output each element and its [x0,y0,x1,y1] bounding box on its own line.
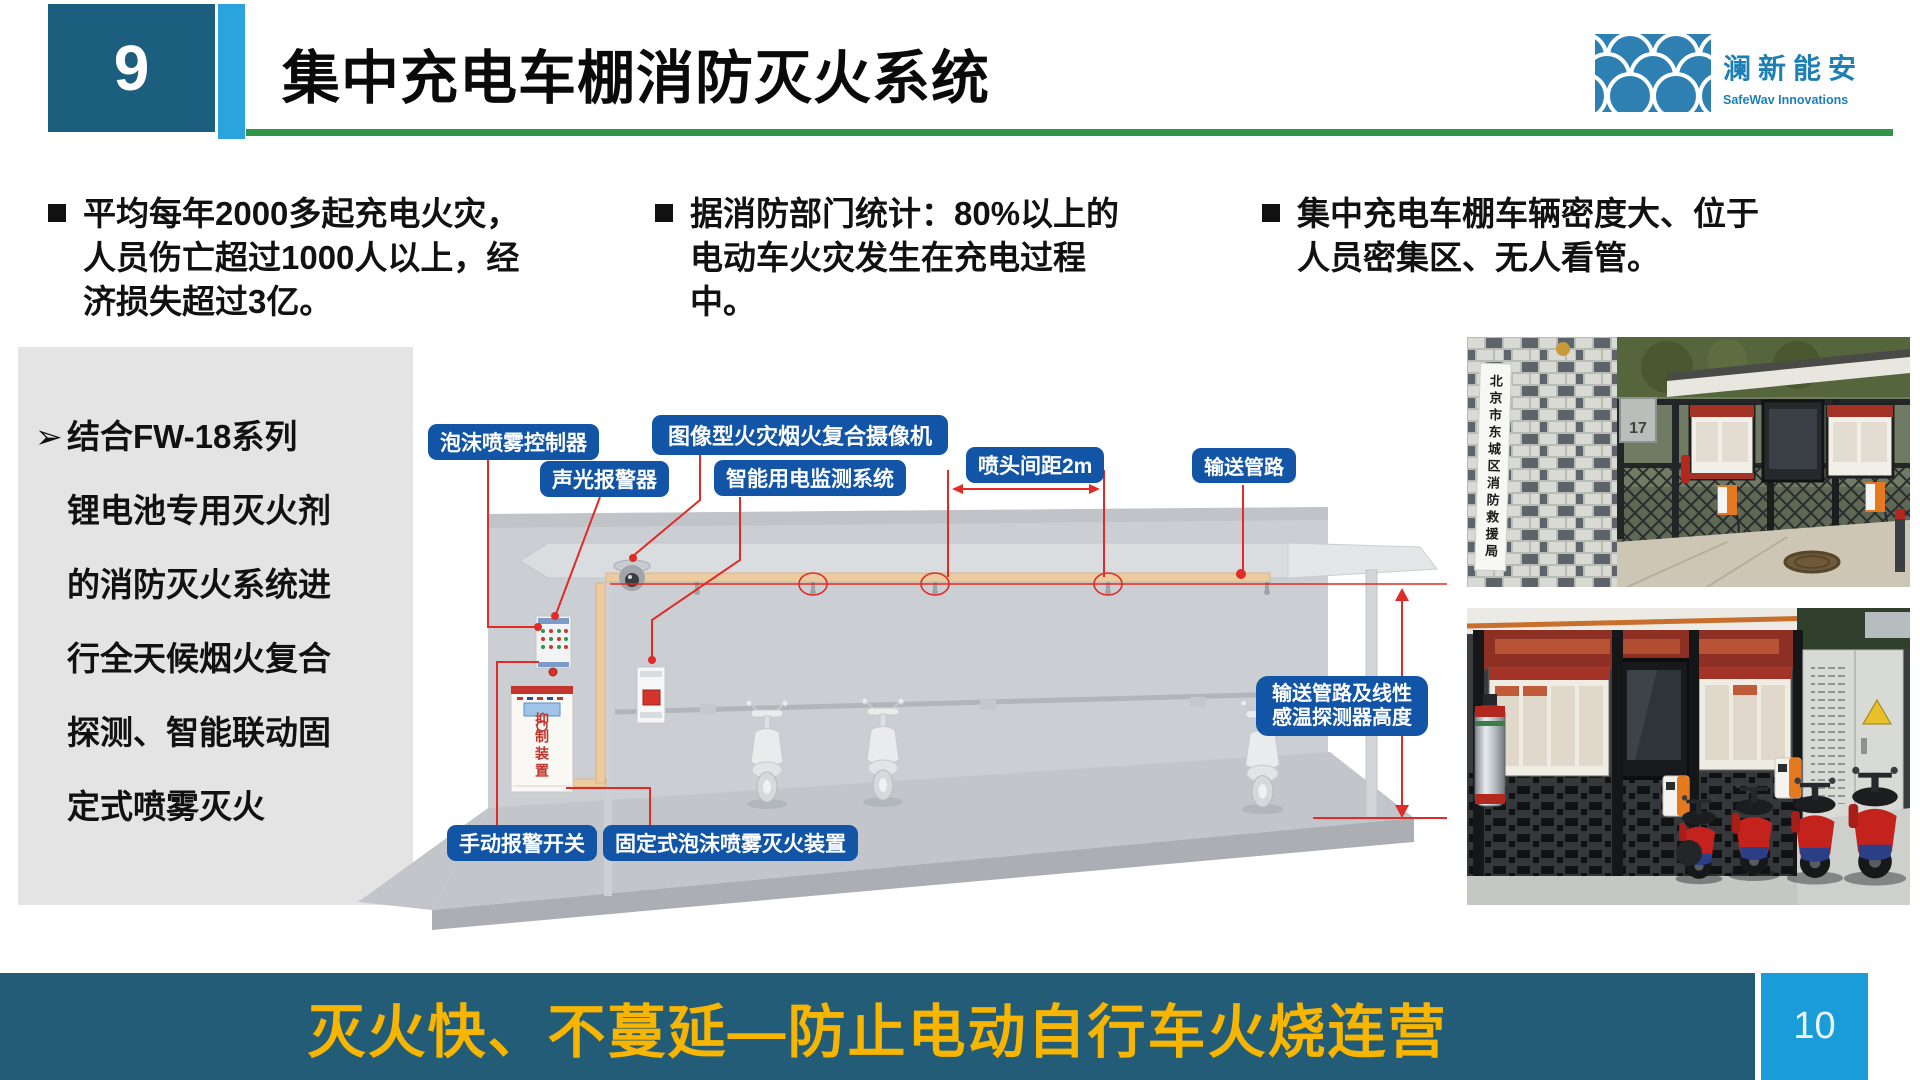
bullet-text: 集中充电车棚车辆密度大、位于人员密集区、无人看管。 [1297,195,1759,276]
photo-top-graphic [1467,337,1910,587]
page-number-box: 10 [1761,973,1868,1080]
photo-charging-station-entrance: 北京市东城区消防救援局 17 [1467,337,1910,587]
arrow-marker-icon: ➢ [35,418,63,455]
page-number: 10 [1793,1005,1836,1047]
label-sound-light-alarm: 声光报警器 [540,461,669,497]
circuit-breaker [636,666,666,724]
info-line: 锂电池专用灭火剂 [67,492,331,529]
label-pipe-height: 输送管路及线性 感温探测器高度 [1256,676,1428,736]
bullet-item-1: 平均每年2000多起充电火灾，人员伤亡超过1000人以上，经济损失超过3亿。 [48,192,551,324]
logo-name: 澜新能安 [1723,53,1864,84]
company-logo: 澜新能安 SafeWav Innovations [1595,34,1895,120]
label-pipe: 输送管路 [1192,448,1296,483]
info-line: 探测、智能联动固 [67,714,331,751]
suppression-cabinet [510,685,574,793]
bullet-text: 平均每年2000多起充电火灾，人员伤亡超过1000人以上，经济损失超过3亿。 [83,195,520,320]
photo-bottom-graphic [1467,608,1910,905]
info-line: 定式喷雾灭火 [67,788,265,825]
bullet-item-3: 集中充电车棚车辆密度大、位于人员密集区、无人看管。 [1262,192,1760,280]
nozzle-highlight-circles [798,572,1123,596]
label-fixed-device: 固定式泡沫喷雾灭火装置 [603,825,858,861]
logo-text: 澜新能安 SafeWav Innovations [1723,34,1863,120]
connector-dots [534,484,1409,818]
square-bullet-icon [655,204,673,222]
info-line: ➢ 结合FW-18系列 [35,417,413,491]
bullet-item-2: 据消防部门统计：80%以上的电动车火灾发生在充电过程中。 [655,192,1143,324]
slide-number-box: 9 [48,4,215,132]
info-line: 的消防灭火系统进 [67,566,331,603]
footer-slogan: 灭火快、不蔓延—防止电动自行车火烧连营 [307,999,1448,1065]
slide-number: 9 [113,32,150,104]
square-bullet-icon [1262,204,1280,222]
logo-scallop-icon [1595,34,1711,120]
title-underline [246,129,1893,136]
logo-subtitle: SafeWav Innovations [1723,93,1849,107]
connector-lines [487,450,1447,826]
fire-bureau-sign: 北京市东城区消防救援局 [1474,362,1512,572]
square-bullet-icon [48,204,66,222]
info-panel: ➢ 结合FW-18系列 锂电池专用灭火剂 的消防灭火系统进 行全天候烟火复合 探… [18,347,413,905]
label-nozzle-spacing: 喷头间距2m [966,447,1105,483]
info-line: 行全天候烟火复合 [67,640,331,677]
charging-shed-diagram [358,450,1447,930]
spray-nozzles [694,582,1270,595]
footer-banner: 灭火快、不蔓延—防止电动自行车火烧连营 [0,973,1755,1080]
cabinet-vertical-text: 抑制装置 [534,712,550,780]
label-manual-alarm: 手动报警开关 [447,825,597,861]
label-fire-camera: 图像型火灾烟火复合摄像机 [652,415,949,455]
label-power-monitor: 智能用电监测系统 [714,460,906,496]
alarm-panel [535,615,572,677]
accent-stripe [218,4,245,139]
street-number-sign: 17 [1619,397,1657,443]
bullet-text: 据消防部门统计：80%以上的电动车火灾发生在充电过程中。 [690,195,1120,320]
photo-charging-shed-scooters [1467,608,1910,905]
label-foam-controller: 泡沫喷雾控制器 [428,424,599,460]
page-title: 集中充电车棚消防灭火系统 [282,46,991,111]
